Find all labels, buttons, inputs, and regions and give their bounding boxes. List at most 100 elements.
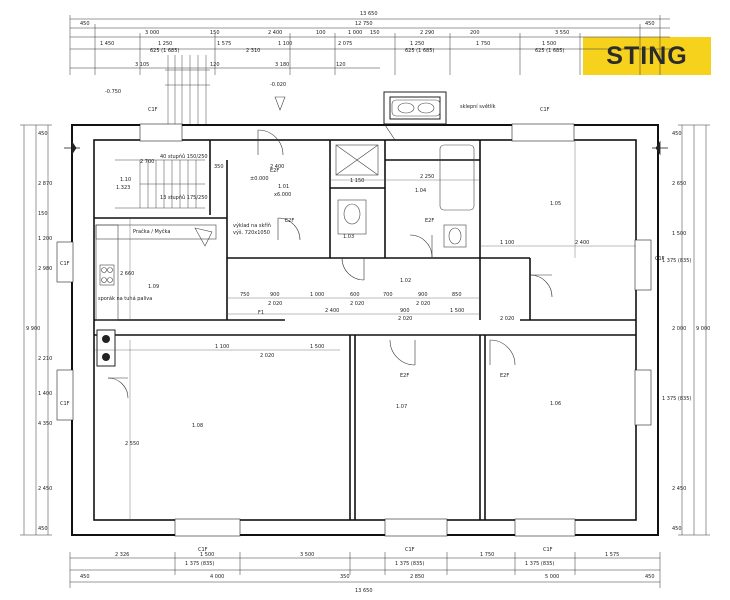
- dim-left-7: 1 400: [38, 391, 52, 397]
- door-label-6: F1: [258, 310, 264, 316]
- dim-top-2a: 450: [80, 21, 90, 27]
- dim-top-4g: 1 750: [476, 41, 490, 47]
- chimney-note: výklad na skříň: [233, 222, 271, 229]
- dim-top-4c: 1 575: [217, 41, 231, 47]
- entrance-stairs: [165, 55, 210, 125]
- stair-note: 40 stupňů 150/250: [160, 153, 208, 160]
- dim-right-0: 450: [672, 131, 682, 137]
- dim-top-4s-c: 625 (1 685): [405, 48, 434, 54]
- dim-in-a6: 850: [452, 292, 462, 298]
- room-id-1-10: 1.10: [120, 177, 131, 183]
- dim-top-5b: 120: [210, 62, 220, 68]
- dim-in-a2: 1 000: [310, 292, 324, 298]
- room-id-1-01: 1.01: [278, 184, 289, 190]
- dim-top-5c: 3 180: [275, 62, 289, 68]
- room-id-1-07: 1.07: [396, 404, 407, 410]
- kitchen-counter: [95, 224, 217, 321]
- dim-in-bt1: 2 250: [420, 174, 434, 180]
- dim-bot-overall: 13 650: [355, 588, 373, 594]
- dim-top-4b: 1 250: [158, 41, 172, 47]
- window-label-5: C1F: [543, 547, 553, 553]
- dim-top-2b: 12 750: [355, 21, 373, 27]
- north-marker-icon: [274, 96, 286, 111]
- room-area-1-10: 1.323: [116, 185, 130, 191]
- dim-in-bt0: 1 150: [350, 178, 364, 184]
- room-labels: 1.10 1.323 1.01 x6.000 1.03 1.02 1.04 1.…: [116, 177, 561, 429]
- stair-note-2: 13 stupňů 175/250: [160, 194, 208, 201]
- dim-left-10: 450: [38, 526, 48, 532]
- dim-right-5: 9 000: [696, 326, 710, 332]
- kitchen-appliance-label: Pračka / Myčka: [133, 228, 170, 235]
- dim-top-3b: 150: [210, 30, 220, 36]
- brand-name: STING: [606, 41, 688, 70]
- dim-in-bs0: 2 020: [398, 316, 412, 322]
- window-label-2: C1F: [540, 107, 550, 113]
- dim-top-4e: 2 075: [338, 41, 352, 47]
- window-label-1: C1F: [148, 107, 158, 113]
- stove: [96, 329, 116, 367]
- brand-logo: STING: [583, 37, 711, 75]
- dim-bot-2b: 4 000: [210, 574, 224, 580]
- door-label-5: E2F: [500, 373, 509, 379]
- bathroom-fixtures: [335, 99, 475, 248]
- dim-in-c1: 2 020: [260, 353, 274, 359]
- dim-top-4s-b: 2 310: [246, 48, 260, 54]
- cellar-window: [383, 91, 447, 125]
- bottom-dimension-lines: [69, 552, 661, 588]
- dim-top-3f: 150: [370, 30, 380, 36]
- dim-in-h2: 2 400: [270, 164, 284, 170]
- dim-top-4d: 1 100: [278, 41, 292, 47]
- window-label-4: C1F: [405, 547, 415, 553]
- dim-bot-2c: 350: [340, 574, 350, 580]
- dim-top-4s-d: 625 (1 685): [535, 48, 564, 54]
- room-area-1-01: x6.000: [274, 192, 291, 198]
- room-id-1-04: 1.04: [415, 188, 426, 194]
- door-labels: E2F E2F E2F E2F E2F F1: [258, 168, 509, 379]
- dim-bot-2d: 2 850: [410, 574, 424, 580]
- dim-bot-1e: 1 575: [605, 552, 619, 558]
- dim-bot-2f: 450: [645, 574, 655, 580]
- dim-left-1: 2 870: [38, 181, 52, 187]
- dim-in-a0: 750: [240, 292, 250, 298]
- room-id-1-02: 1.02: [400, 278, 411, 284]
- room-id-1-09: 1.09: [148, 284, 159, 290]
- dim-in-h1: 350: [214, 164, 224, 170]
- dim-in-b2: 1 500: [450, 308, 464, 314]
- dim-bot-1c: 3 500: [300, 552, 314, 558]
- top-dimension-lines: [69, 15, 670, 75]
- dim-top-3g: 2 290: [420, 30, 434, 36]
- room-id-1-08: 1.08: [192, 423, 203, 429]
- dim-left-3: 1 200: [38, 236, 52, 242]
- dim-in-big: 2 550: [125, 441, 139, 447]
- dim-top-4a: 1 450: [100, 41, 114, 47]
- dim-left-2: 150: [38, 211, 48, 217]
- door-label-2: E2F: [285, 218, 294, 224]
- interior-staircase: [115, 159, 205, 209]
- section-markers: [64, 140, 668, 156]
- doors: [107, 124, 553, 399]
- dim-top-3a: 3 000: [145, 30, 159, 36]
- dim-in-bs1: 2 020: [500, 316, 514, 322]
- dim-right-2: 1 500: [672, 231, 686, 237]
- stove-note: sporák na tuhá paliva: [98, 295, 152, 302]
- room-id-1-03: 1.03: [343, 234, 354, 240]
- chimney-note-2: výš. 720x1050: [233, 229, 270, 236]
- dim-bot-1a: 2 326: [115, 552, 129, 558]
- window-label-3: C1F: [198, 547, 208, 553]
- dim-in-a5: 900: [418, 292, 428, 298]
- left-dimension-text: 450 2 870 150 1 200 2 980 9 900 2 210 1 …: [26, 131, 52, 532]
- dim-in-as0: 2 020: [268, 301, 282, 307]
- window-label-8: C1F: [655, 256, 665, 262]
- dim-right-6: 1 375 (835): [662, 396, 691, 402]
- dim-left-5: 9 900: [26, 326, 40, 332]
- dim-top-4f: 1 250: [410, 41, 424, 47]
- dim-right-8: 450: [672, 526, 682, 532]
- dim-in-b0: 2 400: [325, 308, 339, 314]
- level-top: ±0.000: [250, 176, 269, 182]
- dim-in-k2: 2 400: [575, 240, 589, 246]
- dim-top-3c: 2 400: [268, 30, 282, 36]
- dim-top-5a: 3 105: [135, 62, 149, 68]
- dim-right-4: 2 000: [672, 326, 686, 332]
- dim-bot-1s-c: 1 375 (835): [525, 561, 554, 567]
- door-label-3: E2F: [425, 218, 434, 224]
